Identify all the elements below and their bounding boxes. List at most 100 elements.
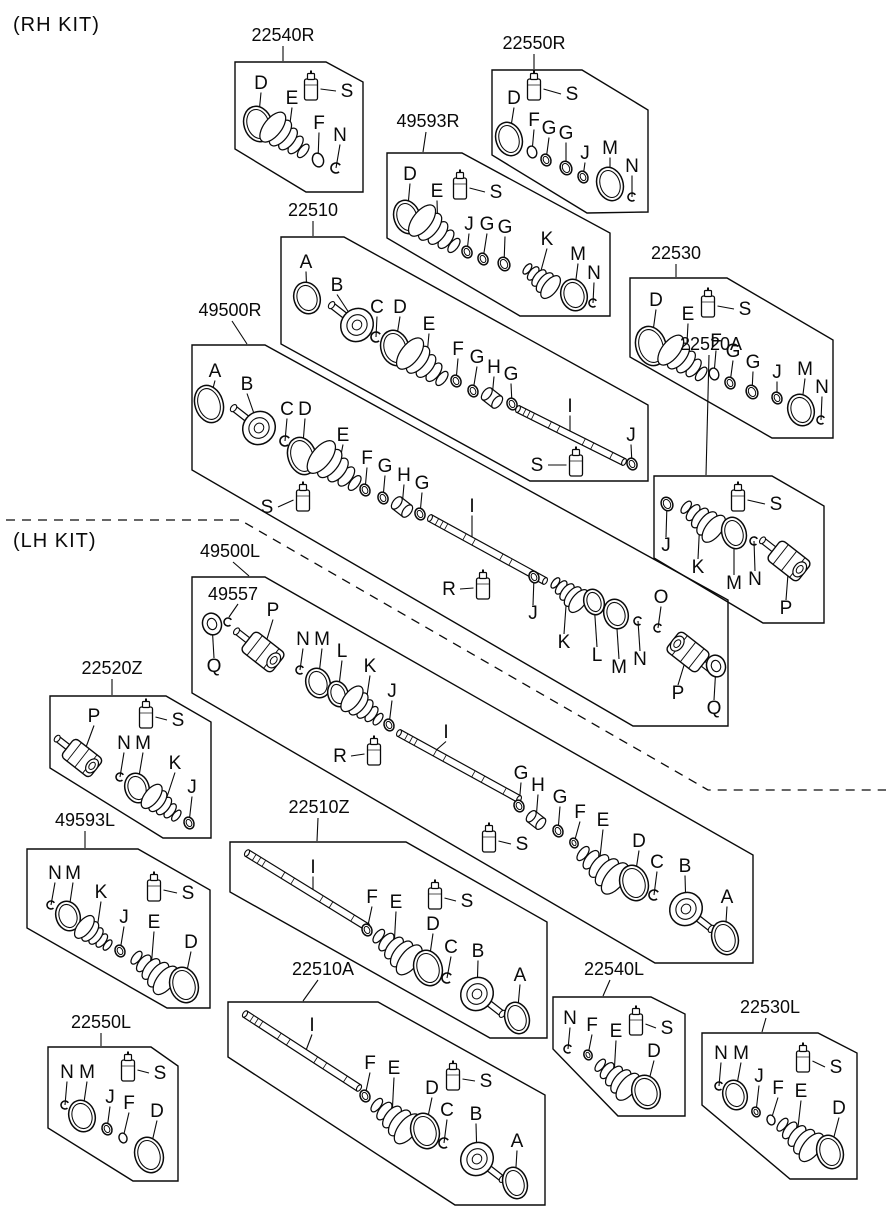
callout-F: F: [710, 331, 722, 352]
grease-tube: [628, 1013, 644, 1036]
callout-K: K: [558, 632, 571, 653]
glyph-clip: [653, 623, 663, 633]
part-shape: [370, 331, 381, 343]
glyph-boot: [306, 440, 362, 492]
callout-D: D: [150, 1101, 164, 1122]
callout-G: G: [480, 214, 495, 235]
glyph-sring: [552, 824, 564, 838]
callout-D: D: [832, 1098, 846, 1119]
part-shape: [407, 204, 437, 237]
callout-I: I: [309, 1015, 314, 1036]
callout-S: S: [461, 891, 474, 912]
callout-J: J: [187, 777, 197, 798]
callout-D: D: [254, 73, 268, 94]
glyph-clip: [295, 665, 305, 675]
callout-S: S: [566, 84, 579, 105]
leader-line: [155, 716, 168, 721]
callout-S: S: [261, 497, 274, 518]
glyph-grease: [146, 871, 162, 902]
label-leader: [422, 131, 427, 153]
glyph-sring: [361, 923, 373, 937]
part-shape: [395, 337, 425, 370]
part-shape: [726, 378, 734, 388]
callout-D: D: [507, 88, 521, 109]
part-shape: [461, 245, 473, 259]
part-number-label: 22550R: [502, 33, 565, 53]
part-shape: [638, 329, 664, 363]
part-shape: [114, 944, 126, 958]
part-shape: [626, 457, 638, 471]
grease-tube: [146, 879, 162, 902]
part-number-label: 49593L: [55, 810, 115, 830]
grease-tube: [303, 78, 319, 101]
part-shape: [450, 374, 462, 388]
glyph-sring: [513, 799, 525, 813]
part-shape: [773, 393, 781, 403]
glyph-clip: [60, 1100, 70, 1110]
callout-E: E: [390, 892, 403, 913]
callout-G: G: [504, 364, 519, 385]
callout-L: L: [592, 645, 603, 666]
callout-S: S: [182, 883, 195, 904]
part-shape: [724, 520, 744, 546]
part-shape: [441, 972, 452, 984]
callout-E: E: [682, 304, 695, 325]
glyph-sring: [528, 570, 540, 584]
part-shape: [292, 281, 322, 315]
glyph-clip: [330, 162, 341, 174]
part-shape: [459, 1141, 495, 1177]
part-shape: [340, 685, 364, 713]
part-shape: [363, 925, 371, 935]
part-shape: [46, 900, 56, 910]
callout-E: E: [286, 88, 299, 109]
part-shape: [469, 386, 477, 396]
leader-line: [350, 753, 365, 757]
glyph-grease: [730, 481, 746, 512]
part-shape: [499, 258, 509, 270]
callout-E: E: [423, 314, 436, 335]
callout-C: C: [444, 937, 458, 958]
callout-A: A: [300, 252, 313, 273]
part-shape: [563, 1044, 573, 1054]
part-shape: [416, 509, 424, 519]
glyph-boot: [372, 928, 423, 976]
group-box: [386, 152, 611, 317]
part-shape: [206, 617, 218, 631]
callout-D: D: [298, 399, 312, 420]
part-shape: [172, 970, 196, 1000]
leader-line: [375, 316, 378, 338]
callout-J: J: [772, 362, 782, 383]
glyph-sring: [771, 391, 783, 405]
part-shape: [88, 761, 96, 770]
leader-line: [543, 88, 562, 95]
glyph-ijoint: [758, 536, 811, 582]
group-box: [280, 236, 649, 482]
callout-N: N: [48, 863, 62, 884]
grease-tube: [526, 78, 542, 101]
glyph-boot: [594, 1058, 641, 1101]
part-shape: [786, 393, 816, 427]
part-shape: [606, 601, 626, 627]
callout-E: E: [795, 1081, 808, 1102]
part-shape: [554, 826, 562, 836]
grease-tube: [568, 454, 584, 477]
part-shape: [622, 868, 646, 898]
glyph-ball: [311, 152, 325, 168]
group-box: [49, 695, 212, 839]
part-shape: [708, 367, 720, 381]
part-shape: [311, 152, 325, 168]
part-shape: [241, 410, 277, 446]
callout-C: C: [650, 852, 664, 873]
glyph-sring: [461, 245, 473, 259]
glyph-grease: [303, 70, 319, 101]
callout-N: N: [625, 156, 639, 177]
part-shape: [633, 616, 643, 626]
part-shape: [753, 1108, 759, 1116]
glyph-sring: [377, 491, 389, 505]
part-number-label: 49500R: [198, 300, 261, 320]
